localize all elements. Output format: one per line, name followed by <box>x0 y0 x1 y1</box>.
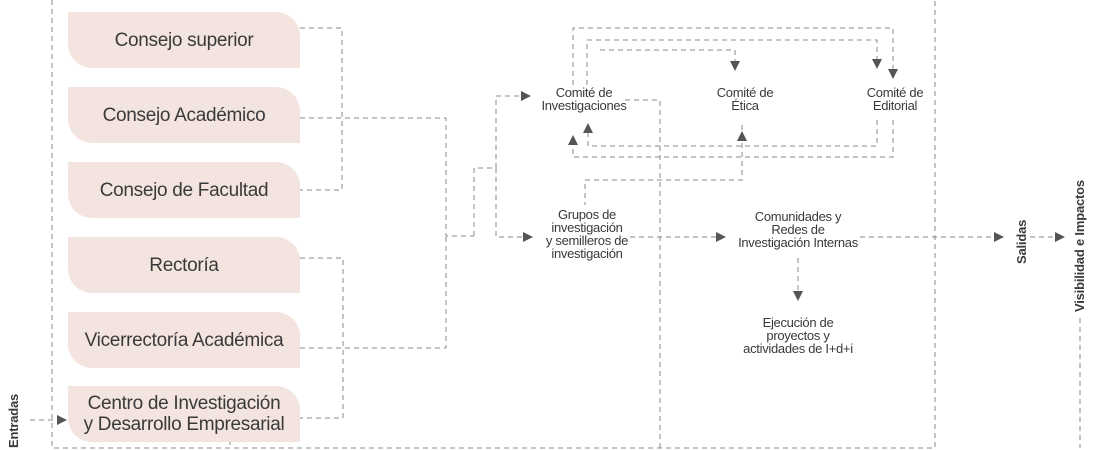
node-line: Redes de <box>771 222 825 237</box>
node-comite-investigaciones: Comité de Investigaciones <box>528 86 640 112</box>
node-line: Comité de <box>555 85 613 100</box>
label-visibilidad: Visibilidad e Impactos <box>1072 180 1087 312</box>
label-entradas: Entradas <box>6 393 21 448</box>
node-line: investigación <box>551 220 623 235</box>
line-academico <box>300 117 474 237</box>
box-label: Vicerrectoría Académica <box>84 329 284 351</box>
loop-top-outer <box>572 27 898 85</box>
node-line: Grupos de <box>557 207 616 222</box>
etica-to-grupos <box>584 125 743 205</box>
bracket-consejos <box>300 27 343 191</box>
node-line: Ejecución de <box>762 315 834 330</box>
box-label: Rectoría <box>149 254 219 276</box>
box-vicerrectoria: Vicerrectoría Académica <box>68 312 300 368</box>
node-line: Investigación Internas <box>738 235 858 250</box>
node-line: Investigaciones <box>541 98 627 113</box>
node-line: Comité de <box>716 85 774 100</box>
line-comite-down <box>625 99 661 448</box>
box-centro-investigacion: Centro de Investigación y Desarrollo Emp… <box>68 386 300 442</box>
box-consejo-academico: Consejo Académico <box>68 87 300 143</box>
label-salidas: Salidas <box>1014 219 1029 264</box>
loop-bottom-inner <box>583 120 878 147</box>
node-line: Comunidades y <box>754 209 842 224</box>
node-comite-editorial: Comité de Editorial <box>850 86 940 112</box>
box-rectoria: Rectoría <box>68 237 300 293</box>
node-line: proyectos y <box>766 328 830 343</box>
arrow-to-grupos <box>495 168 533 242</box>
box-consejo-superior: Consejo superior <box>68 12 300 68</box>
box-label: Consejo Académico <box>102 104 266 126</box>
line-join <box>473 96 497 236</box>
node-line: Editorial <box>872 98 918 113</box>
loop-bottom-outer <box>568 120 894 158</box>
bracket-rectoria <box>300 257 344 419</box>
box-label-line1: Centro de Investigación <box>87 393 281 414</box>
node-ejecucion-proyectos: Ejecución de proyectos y actividades de … <box>728 316 868 355</box>
loop-top-inner <box>586 39 882 85</box>
node-comunidades-redes: Comunidades y Redes de Investigación Int… <box>728 210 868 249</box>
box-label: Consejo de Facultad <box>99 179 269 201</box>
node-comite-etica: Comité de Ética <box>700 86 790 112</box>
box-label-line2: y Desarrollo Empresarial <box>83 414 285 435</box>
node-line: y semilleros de <box>545 233 629 248</box>
node-line: investigación <box>551 246 623 261</box>
node-line: Ética <box>731 98 759 113</box>
node-line: actividades de I+d+i <box>743 341 853 356</box>
line-vicerrectoria <box>300 236 447 349</box>
box-label: Consejo superior <box>114 29 254 51</box>
box-consejo-facultad: Consejo de Facultad <box>68 162 300 218</box>
node-grupos-investigacion: Grupos de investigación y semilleros de … <box>532 208 642 260</box>
node-line: Comité de <box>866 85 924 100</box>
loop-to-etica <box>600 49 740 71</box>
